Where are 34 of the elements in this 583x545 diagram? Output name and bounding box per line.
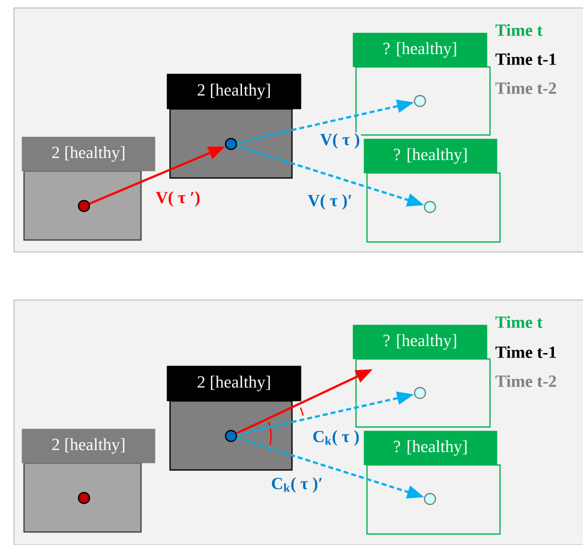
dot (78, 492, 90, 504)
time-label: Time t-2 (495, 82, 556, 94)
node-label: 2 [healthy] (52, 438, 124, 454)
dot (224, 138, 238, 150)
dot (224, 430, 238, 442)
state-box: 2 [healthy] (22, 428, 156, 533)
dot (424, 200, 436, 214)
node-label: 2 [healthy] (198, 84, 270, 100)
time-label: Time t-1 (495, 53, 556, 65)
dot (414, 94, 426, 108)
edge-label: V( τ ′) (156, 191, 200, 207)
node-label: ? [healthy] (384, 42, 456, 58)
state-box: 2 [healthy] (22, 136, 156, 241)
time-label: Time t (495, 24, 542, 36)
edge-label: C$_{k}$( τ )′ (272, 477, 322, 493)
edge-label: V( τ ) (320, 133, 360, 149)
node-label: 2 [healthy] (198, 376, 270, 392)
dot (414, 386, 426, 400)
node-label: ? [healthy] (394, 148, 467, 164)
edge-label: V( τ )′ (308, 194, 352, 210)
state-box: ? [healthy] (352, 324, 491, 428)
dot (78, 200, 90, 212)
edge-label: C$_{k}$( τ ) (313, 430, 359, 446)
node-label: 2 [healthy] (52, 146, 124, 162)
time-label: Time t-2 (495, 375, 556, 387)
node-label: ? [healthy] (394, 440, 467, 456)
time-label: Time t-1 (495, 346, 556, 358)
node-label: ? [healthy] (384, 334, 456, 350)
state-box: ? [healthy] (364, 430, 501, 535)
state-box: 2 [healthy] (166, 366, 302, 471)
dot (424, 492, 436, 506)
state-box: 2 [healthy] (166, 74, 302, 179)
time-label: Time t (495, 316, 542, 328)
state-box: ? [healthy] (364, 138, 501, 243)
